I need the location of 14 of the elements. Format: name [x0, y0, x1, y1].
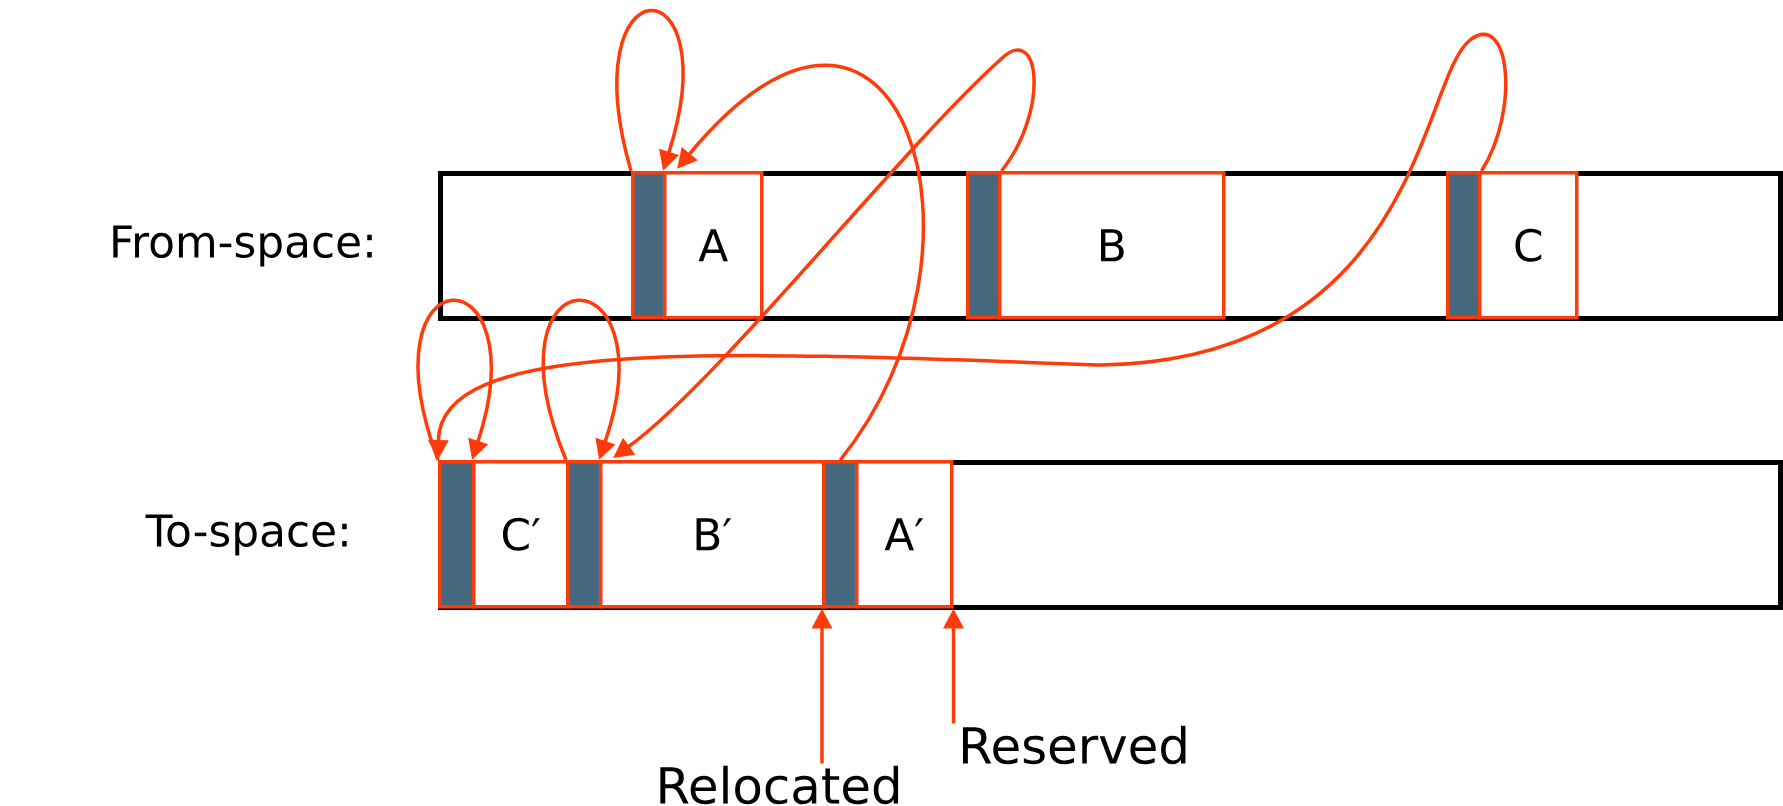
arrow [677, 63, 925, 461]
space-label: To-space: [145, 514, 347, 556]
pointer-label: Reserved [963, 725, 1186, 765]
object-box: C [1478, 171, 1579, 320]
arrow [615, 9, 685, 172]
arrow [416, 298, 493, 461]
pointer-label: Relocated [660, 765, 899, 805]
object-box: B [998, 171, 1226, 320]
object-box: B′ [599, 460, 826, 609]
space-label: From-space: [113, 225, 372, 267]
object-box: A [663, 171, 764, 320]
object-box: C′ [472, 460, 570, 609]
object-box: A′ [855, 460, 954, 609]
arrow [541, 298, 621, 461]
